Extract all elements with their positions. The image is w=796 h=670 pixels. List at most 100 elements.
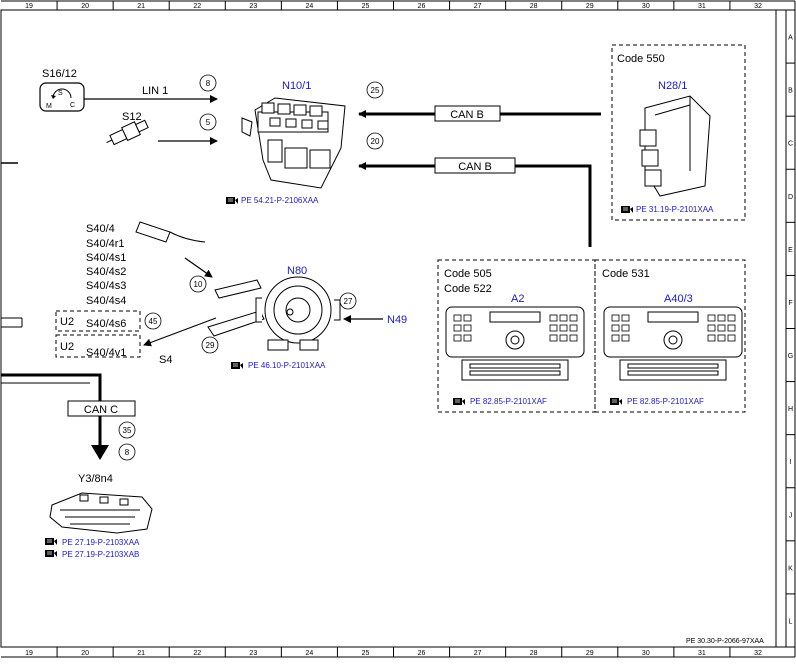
row-label: J [789,512,793,519]
radio-key [559,314,568,322]
column-label: 21 [137,650,145,657]
n10-1-module: N10/1 PE 54.21-P-2106XAA [225,80,346,205]
radio-key [611,334,620,342]
column-label: 20 [81,3,89,10]
column-label: 29 [586,3,594,10]
row-label: E [788,247,793,254]
radio-key [707,334,716,342]
svg-text:27: 27 [344,297,353,306]
can-b-bottom-bus: CAN B 20 [358,132,592,247]
svg-text:CAN C: CAN C [84,404,118,416]
svg-text:LIN 1: LIN 1 [142,85,168,97]
svg-text:S4: S4 [159,354,172,366]
svg-text:Code 505: Code 505 [444,268,492,280]
radio-key [611,324,620,332]
svg-text:8: 8 [206,79,211,88]
radio-key [621,334,630,342]
svg-text:N80: N80 [287,265,307,277]
column-label: 21 [137,3,145,10]
svg-text:PE 27.19-P-2103XAA: PE 27.19-P-2103XAA [62,538,140,547]
column-label: 29 [586,650,594,657]
row-label: I [790,459,792,466]
svg-text:29: 29 [206,341,215,350]
radio-key [621,324,630,332]
svg-text:CAN B: CAN B [450,109,484,121]
column-label: 26 [418,650,426,657]
svg-text:U2: U2 [60,341,74,353]
radio-key [559,334,568,342]
radio-key [727,334,736,342]
svg-text:N10/1: N10/1 [282,80,311,92]
column-label: 27 [474,650,482,657]
svg-text:M: M [46,103,52,110]
n80-arrows: S4 N49 [143,314,407,366]
svg-text:S40/4s3: S40/4s3 [86,280,126,292]
svg-text:5: 5 [206,118,211,127]
svg-text:S12: S12 [122,111,142,123]
radio-key [549,314,558,322]
radio-key [569,334,578,342]
svg-text:S40/4s6: S40/4s6 [86,318,126,330]
column-label: 31 [698,650,706,657]
radio-key [621,314,630,322]
svg-text:PE 82.85-P-2101XAF: PE 82.85-P-2101XAF [470,397,547,406]
svg-text:Code 522: Code 522 [444,283,492,295]
row-label: D [788,194,793,201]
lin1-line: LIN 1 8 [84,74,218,103]
svg-text:20: 20 [371,137,380,146]
svg-text:10: 10 [194,280,203,289]
row-label: K [788,565,793,572]
svg-text:N49: N49 [387,314,407,326]
svg-text:A2: A2 [511,293,524,305]
column-label: 24 [305,3,313,10]
row-label: F [788,300,792,307]
svg-text:A40/3: A40/3 [664,293,693,305]
document-id: PE 30.30-P-2066-97XAA [686,638,764,645]
column-label: 25 [362,650,370,657]
row-label: B [788,88,793,95]
n80-module: N80 PE 46.10-P-2101XAA [207,265,341,370]
column-label: 30 [642,650,650,657]
svg-text:35: 35 [123,426,132,435]
svg-text:Y3/8n4: Y3/8n4 [78,473,113,485]
column-label: 28 [530,650,538,657]
svg-text:PE 27.19-P-2103XAB: PE 27.19-P-2103XAB [62,550,139,559]
radio-key [727,324,736,332]
left-edge-wires [1,162,23,328]
svg-text:PE 31.19-P-2101XAA: PE 31.19-P-2101XAA [636,205,714,214]
svg-text:S40/4r1: S40/4r1 [86,238,125,250]
s16-12-switch: S16/12 S M C [39,68,85,112]
svg-text:S40/4v1: S40/4v1 [86,347,126,359]
svg-text:Code 531: Code 531 [602,268,650,280]
column-label: 22 [193,3,201,10]
radio-key [569,324,578,332]
svg-text:C: C [70,102,75,109]
y3-8n4-module: Y3/8n4 PE 27.19-P-2103XAA PE 27.19-P-210… [44,473,153,559]
column-label: 23 [249,650,257,657]
svg-text:N28/1: N28/1 [658,80,687,92]
radio-key [717,334,726,342]
can-b-top-bus: CAN B 25 [358,81,601,122]
radio-key [559,324,568,332]
column-label: 24 [305,650,313,657]
radio-key [453,324,462,332]
column-label: 19 [25,3,33,10]
svg-text:PE 46.10-P-2101XAA: PE 46.10-P-2101XAA [248,361,326,370]
column-label: 32 [754,3,762,10]
svg-text:8: 8 [125,448,130,457]
radio-key [717,314,726,322]
radio-key [463,314,472,322]
radio-key [453,314,462,322]
svg-text:25: 25 [371,86,380,95]
svg-text:S40/4s2: S40/4s2 [86,266,126,278]
svg-text:S40/4: S40/4 [86,223,115,235]
code-505-522-box: Code 505 Code 522 A2 PE 82.85-P-2101XAF [437,259,596,413]
s40-label-list: S40/4 S40/4r1 S40/4s1 S40/4s2 S40/4s3 S4… [86,221,213,307]
radio-key [611,314,620,322]
u2-box-1: U2 S40/4s6 [55,310,141,332]
